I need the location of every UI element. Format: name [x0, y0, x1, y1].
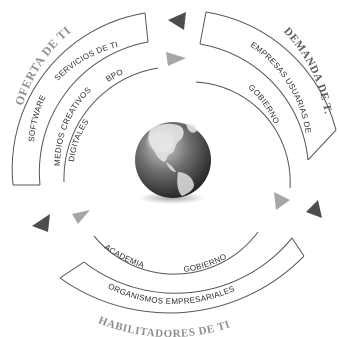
arrow-dark-top-icon [168, 12, 186, 30]
offer-inner-arc [63, 67, 159, 183]
arrow-light-right-icon [274, 192, 290, 210]
demand-inner-arc [195, 81, 291, 189]
globe-icon [135, 122, 211, 204]
offer-bracket [11, 12, 149, 186]
arrow-light-left-icon [72, 210, 90, 224]
arrow-light-top-icon [166, 52, 186, 66]
arrow-dark-left-icon [32, 214, 50, 232]
enablers-bracket [59, 237, 305, 314]
enablers-inner-arc [93, 231, 259, 275]
demand-bracket [199, 11, 337, 161]
enablers-item-gobierno: GOBIERNO [183, 252, 228, 274]
enablers-heading: HABILITADORES DE TI [97, 314, 232, 337]
demand-item-gobierno: GOBIERNO [247, 83, 281, 126]
enablers-item-academia: ACADEMIA [103, 242, 146, 269]
demand-heading: DEMANDA DE T. [281, 25, 334, 115]
arrow-dark-right-icon [306, 200, 322, 218]
